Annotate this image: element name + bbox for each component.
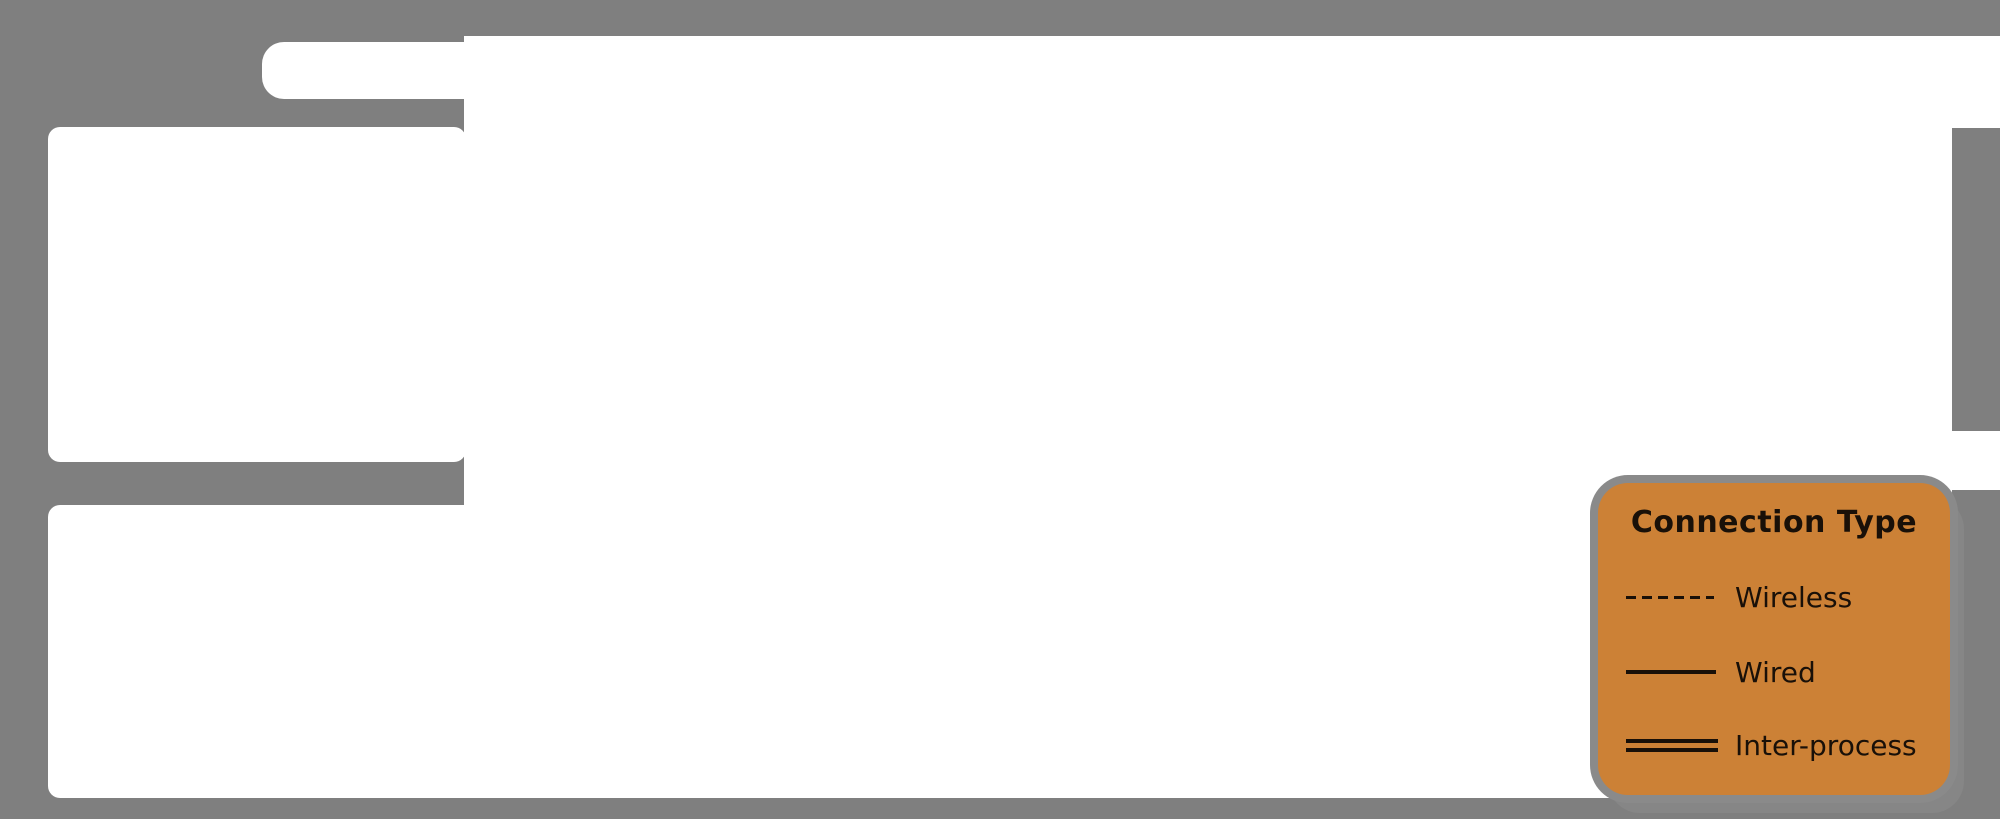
- legend-item-label: Inter-process: [1735, 728, 1917, 762]
- upper-left-panel-shape: [48, 127, 466, 462]
- legend-item-wired: Wired: [1598, 654, 1950, 690]
- legend-item-wireless: Wireless: [1598, 579, 1950, 615]
- legend-title: Connection Type: [1630, 505, 1918, 540]
- solid-line-icon: [1626, 670, 1716, 674]
- main-container-right-extension: [1952, 431, 2000, 490]
- legend-symbol: [1626, 595, 1720, 599]
- double-line-icon: [1626, 738, 1718, 752]
- legend-item-label: Wired: [1735, 655, 1816, 689]
- legend-symbol: [1626, 738, 1720, 752]
- main-container-top-right-extension: [1952, 36, 2000, 128]
- dashed-line-icon: [1626, 595, 1714, 599]
- legend-item-inter-process: Inter-process: [1598, 727, 1950, 763]
- legend-item-label: Wireless: [1735, 580, 1853, 614]
- legend-box: Connection Type Wireless Wired Inter-pro…: [1598, 483, 1950, 795]
- legend-symbol: [1626, 670, 1720, 674]
- container-tab-shape: [262, 42, 472, 99]
